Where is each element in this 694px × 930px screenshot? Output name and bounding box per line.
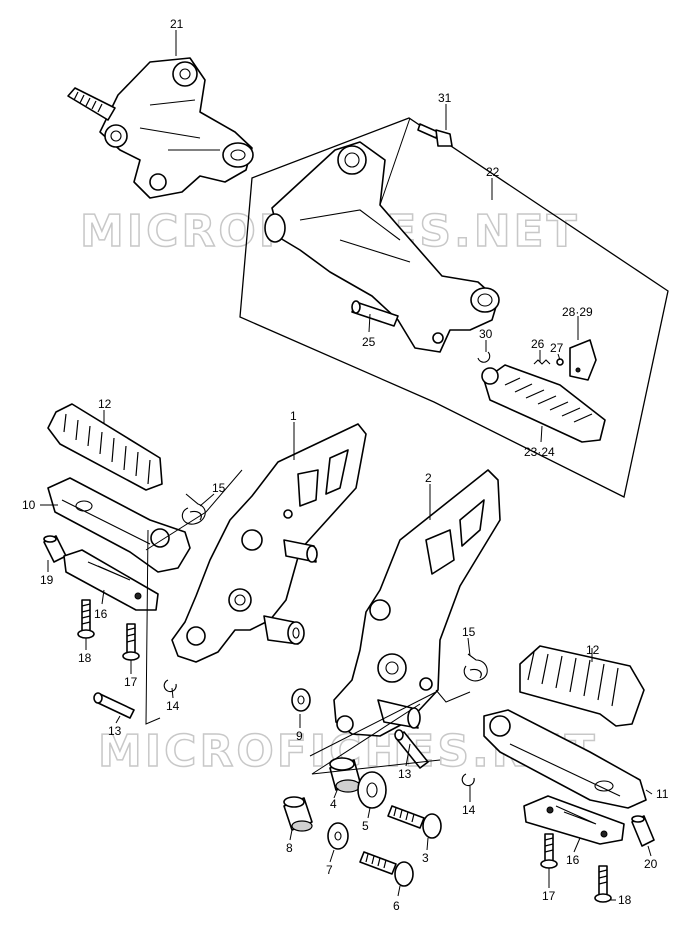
part-6-bolt <box>359 851 414 887</box>
callout-21: 21 <box>170 17 184 31</box>
callout-18-right: 18 <box>618 893 632 907</box>
callout-30: 30 <box>479 327 493 341</box>
part-2-main-bracket <box>333 469 501 737</box>
callout-22: 22 <box>486 165 500 179</box>
callout-27: 27 <box>550 341 564 355</box>
callout-15-left: 15 <box>212 481 226 495</box>
part-23-24-footpeg <box>481 364 606 443</box>
callout-31: 31 <box>438 91 452 105</box>
part-10-left-footpeg <box>47 477 191 573</box>
part-16-right-plate <box>523 795 625 845</box>
part-14-left-clip <box>163 679 177 693</box>
part-4-bushing <box>329 757 361 793</box>
part-22-bracket <box>264 141 500 353</box>
part-9-washer <box>291 688 311 712</box>
part-18-right-bolt <box>594 865 612 903</box>
callout-11: 11 <box>656 787 669 801</box>
part-16-left-plate <box>63 549 159 611</box>
part-19-plunger <box>43 535 67 563</box>
part-1-main-bracket <box>171 423 367 663</box>
callout-12-left: 12 <box>98 397 112 411</box>
callout-17-right: 17 <box>542 889 556 903</box>
part-7-washer <box>327 822 349 850</box>
callout-19: 19 <box>40 573 54 587</box>
part-26-spring <box>533 359 551 365</box>
part-5-washer <box>357 771 387 809</box>
part-31-bolt <box>417 123 453 147</box>
callout-labels: 21 31 22 25 30 26 27 28·29 23·24 1 12 10… <box>22 17 669 913</box>
callout-18-left: 18 <box>78 651 92 665</box>
part-12-right-rubber <box>519 645 645 727</box>
callout-13-left: 13 <box>108 724 122 738</box>
part-18-left-bolt <box>77 599 95 639</box>
callout-3: 3 <box>422 851 429 865</box>
assembly-22-frame <box>239 117 669 498</box>
callout-23-24: 23·24 <box>524 445 555 459</box>
part-15-right-spring <box>463 653 488 682</box>
callout-28-29: 28·29 <box>562 305 593 319</box>
part-11-right-footpeg <box>483 709 647 809</box>
part-14-right-clip <box>461 773 475 787</box>
part-12-left-rubber <box>47 403 163 491</box>
part-3-bolt <box>387 805 442 839</box>
part-8-bushing <box>283 796 313 832</box>
callout-13-right: 13 <box>398 767 412 781</box>
part-25-pin <box>351 300 399 327</box>
part-13-right-pin <box>394 729 429 769</box>
callout-26: 26 <box>531 337 545 351</box>
callout-6: 6 <box>393 899 400 913</box>
callout-16-right: 16 <box>566 853 580 867</box>
callout-8: 8 <box>286 841 293 855</box>
callout-1: 1 <box>290 409 297 423</box>
part-30-clip <box>477 351 491 363</box>
callout-4: 4 <box>330 797 337 811</box>
callout-14-right: 14 <box>462 803 476 817</box>
callout-7: 7 <box>326 863 333 877</box>
part-21-bracket-assembly <box>67 57 254 199</box>
callout-17-left: 17 <box>124 675 138 689</box>
part-13-left-pin <box>93 692 135 719</box>
callout-14-left: 14 <box>166 699 180 713</box>
callout-15-right: 15 <box>462 625 476 639</box>
callout-16-left: 16 <box>94 607 108 621</box>
callout-10: 10 <box>22 498 36 512</box>
callout-5: 5 <box>362 819 369 833</box>
part-20-plunger <box>631 815 655 847</box>
part-28-29-plate <box>569 339 597 381</box>
callout-12-right: 12 <box>586 643 600 657</box>
callout-2: 2 <box>425 471 432 485</box>
part-17-left-bolt <box>122 623 140 661</box>
callout-9: 9 <box>296 729 303 743</box>
callout-20: 20 <box>644 857 658 871</box>
part-15-left-spring <box>181 493 206 525</box>
leader-lines <box>40 30 653 901</box>
part-17-right-bolt <box>540 833 558 869</box>
callout-25: 25 <box>362 335 376 349</box>
